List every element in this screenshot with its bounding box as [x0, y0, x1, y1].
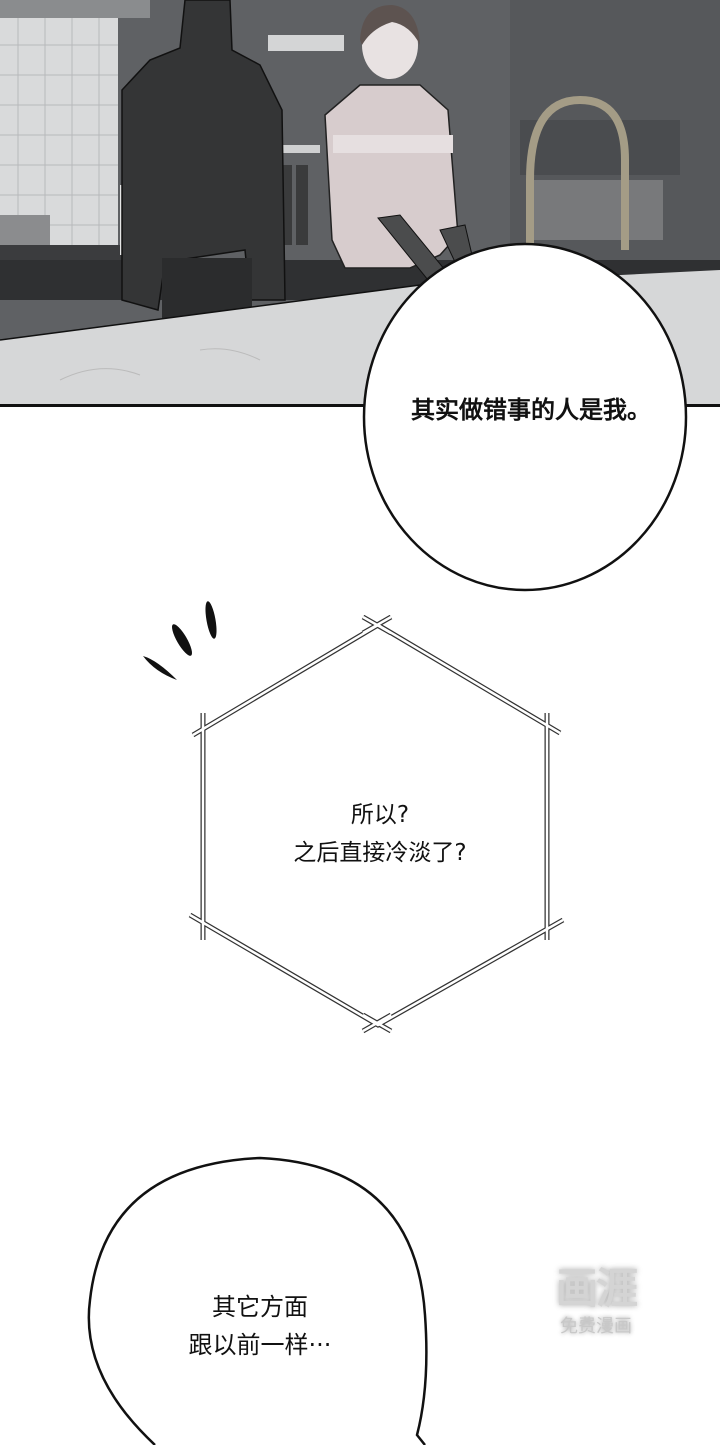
comic-panel-kitchen — [0, 0, 720, 407]
bubble-3-line-2: 跟以前一样··· — [188, 1331, 332, 1359]
bubble-1-text: 其实做错事的人是我。 — [411, 396, 651, 424]
hexagon-bubble — [188, 615, 565, 1034]
watermark-subtitle: 免费漫画 — [560, 1316, 632, 1337]
speech-bubble-1 — [362, 242, 688, 592]
speech-bubble-3 — [87, 1156, 428, 1445]
emphasis-strokes-icon — [143, 601, 217, 680]
bubble-3-line-1: 其它方面 — [212, 1293, 308, 1321]
watermark-logo: 画涯 — [555, 1264, 638, 1313]
watermark: 画涯 免费漫画 — [536, 1255, 656, 1338]
hexagon-line-1: 所以? — [350, 802, 410, 828]
bubble-3-text: 其它方面 跟以前一样··· — [135, 1288, 385, 1364]
hexagon-bubble-text: 所以? 之后直接冷淡了? — [230, 796, 530, 872]
hexagon-line-2: 之后直接冷淡了? — [293, 840, 467, 866]
